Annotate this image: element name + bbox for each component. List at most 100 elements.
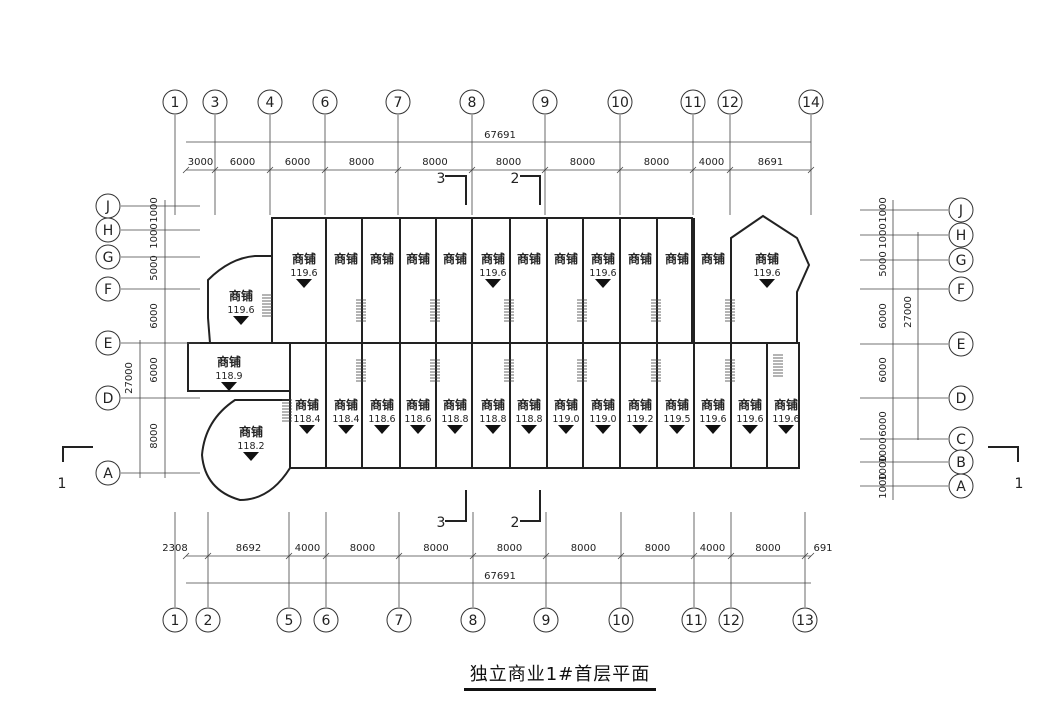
dim-value-left: 1000	[149, 197, 160, 222]
axis-bubble-left	[95, 217, 121, 243]
dim-value-left: 6000	[149, 303, 160, 328]
axis-label-right: F	[957, 282, 965, 298]
shop-unit: 商铺	[334, 251, 358, 266]
drawing-title-text: 独立商业1#首层平面	[463, 660, 657, 691]
elevation-marker-icon	[705, 425, 721, 434]
dim-tick	[182, 166, 190, 174]
top-row-block	[271, 217, 693, 344]
dim-value-bottom: 691	[813, 543, 832, 554]
axis-label-top: 7	[394, 95, 403, 111]
elevation-marker-icon	[595, 279, 611, 288]
axis-label-right: H	[956, 228, 967, 244]
axis-bubble-top	[202, 89, 228, 115]
axis-label-left: F	[104, 282, 112, 298]
axis-bubble-top	[257, 89, 283, 115]
section-label: 2	[511, 171, 520, 187]
shop-label: 商铺	[443, 397, 467, 412]
section-label: 3	[437, 515, 446, 531]
dim-value-top: 8000	[570, 157, 595, 168]
axis-label-right: E	[957, 337, 966, 353]
axis-bubble-top	[385, 89, 411, 115]
section-label: 3	[437, 171, 446, 187]
stair-icon	[651, 359, 661, 382]
elevation-value: 118.4	[332, 414, 359, 425]
shop-label: 商铺	[517, 397, 541, 412]
shop-label: 商铺	[665, 397, 689, 412]
shop-label: 商铺	[628, 251, 652, 266]
shop-label: 商铺	[591, 397, 615, 412]
axis-label-bottom: 8	[469, 613, 478, 629]
dim-value-bottom: 8692	[236, 543, 261, 554]
axis-label-bottom: 5	[285, 613, 294, 629]
shop-label: 商铺	[406, 397, 430, 412]
dim-value-top: 6000	[285, 157, 310, 168]
dim-value-top: 4000	[699, 157, 724, 168]
dim-value-right: 1000	[878, 437, 889, 462]
shop-unit: 商铺	[370, 251, 394, 266]
axis-bubble-bottom	[718, 607, 744, 633]
axis-bubble-right	[948, 222, 974, 248]
axis-label-top: 8	[468, 95, 477, 111]
shop-unit: 商铺	[406, 251, 430, 266]
dim-tick	[542, 552, 550, 560]
axis-label-bottom: 11	[685, 613, 703, 629]
dim-tick	[395, 552, 403, 560]
dim-tick	[468, 166, 476, 174]
shop-unit: 商铺 119.0	[589, 397, 617, 434]
elevation-marker-icon	[374, 425, 390, 434]
shop-label: 商铺	[554, 397, 578, 412]
axis-label-top: 11	[684, 95, 702, 111]
dim-tick	[211, 166, 219, 174]
axis-bubble-bottom	[195, 607, 221, 633]
octagon-shop-topright	[730, 214, 811, 344]
elevation-value: 119.6	[479, 268, 506, 279]
drawing-title: 独立商业1#首层平面	[0, 660, 1052, 691]
section-mark-1-left	[62, 446, 93, 462]
dim-value-top: 8000	[644, 157, 669, 168]
stair-icon	[356, 299, 366, 322]
dim-tick	[204, 552, 212, 560]
stair-icon	[773, 354, 783, 377]
dim-tick	[541, 166, 549, 174]
shop-label: 商铺	[628, 397, 652, 412]
axis-label-right: A	[956, 479, 966, 495]
elevation-value: 118.8	[441, 414, 468, 425]
dim-tick	[322, 552, 330, 560]
dim-value-top: 8000	[496, 157, 521, 168]
shop-label: 商铺	[481, 397, 505, 412]
shop-label: 商铺	[665, 251, 689, 266]
axis-bubble-top	[798, 89, 824, 115]
shop-label: 商铺	[701, 397, 725, 412]
shop-label: 商铺	[229, 288, 253, 303]
shop-label: 商铺	[295, 397, 319, 412]
axis-bubble-bottom	[792, 607, 818, 633]
dim-tick	[690, 552, 698, 560]
building-walls	[187, 214, 811, 502]
elevation-value: 119.0	[589, 414, 616, 425]
stair-icon	[356, 359, 366, 382]
dim-tick	[321, 166, 329, 174]
curved-shop-left-lower	[200, 399, 291, 502]
axis-bubble-top	[607, 89, 633, 115]
axis-bubble-left	[95, 385, 121, 411]
shop-label: 商铺	[701, 251, 725, 266]
stair-icon	[262, 294, 272, 317]
dim-tick	[469, 552, 477, 560]
axis-bubble-bottom	[162, 607, 188, 633]
total-dim-right: 27000	[903, 296, 914, 328]
shop-label: 商铺	[239, 424, 263, 439]
dim-value-bottom: 8000	[350, 543, 375, 554]
axis-bubble-right	[948, 197, 974, 223]
axis-bubble-bottom	[313, 607, 339, 633]
